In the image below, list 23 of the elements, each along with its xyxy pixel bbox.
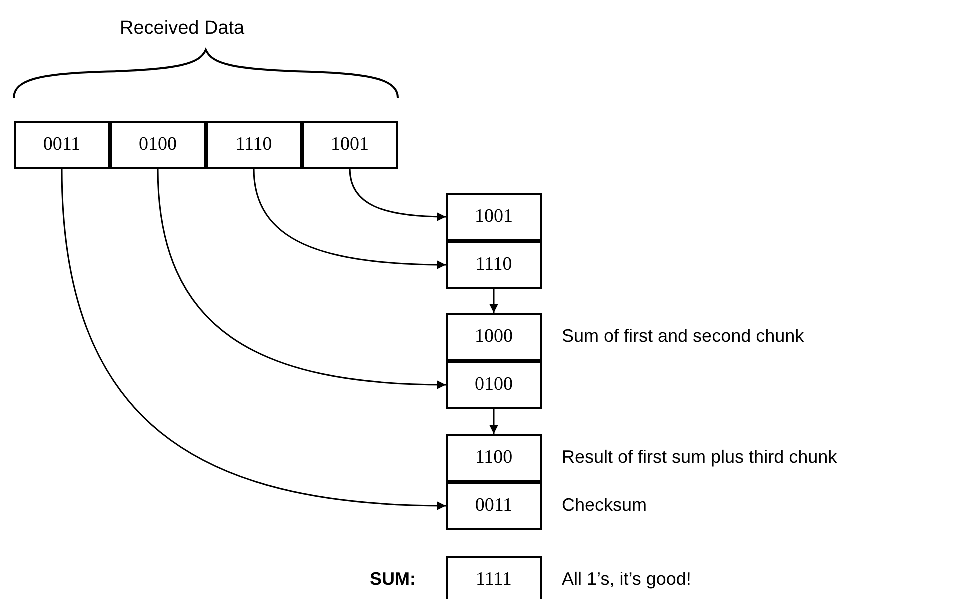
data-cell: 1110 — [446, 241, 542, 289]
data-cell: 1100 — [446, 434, 542, 482]
arrow — [490, 409, 498, 434]
arrow — [490, 289, 498, 313]
data-cell: 0011 — [14, 121, 110, 169]
arrow — [349, 168, 446, 222]
data-cell: 1001 — [446, 193, 542, 241]
data-cell: 1110 — [206, 121, 302, 169]
data-cell: 1001 — [302, 121, 398, 169]
data-cell: 0100 — [446, 361, 542, 409]
arrow — [61, 168, 446, 510]
data-cell: 1111 — [446, 556, 542, 599]
arrow — [157, 168, 446, 390]
arrow — [253, 168, 446, 270]
data-cell: 1000 — [446, 313, 542, 361]
sum-label: SUM: — [370, 569, 416, 590]
annotation: All 1’s, it’s good! — [562, 569, 692, 590]
data-cell: 0011 — [446, 482, 542, 530]
annotation: Checksum — [562, 495, 648, 516]
annotation: Result of first sum plus third chunk — [562, 447, 838, 468]
data-cell: 0100 — [110, 121, 206, 169]
annotation: Sum of first and second chunk — [562, 326, 804, 347]
group-heading: Received Data — [120, 18, 245, 40]
